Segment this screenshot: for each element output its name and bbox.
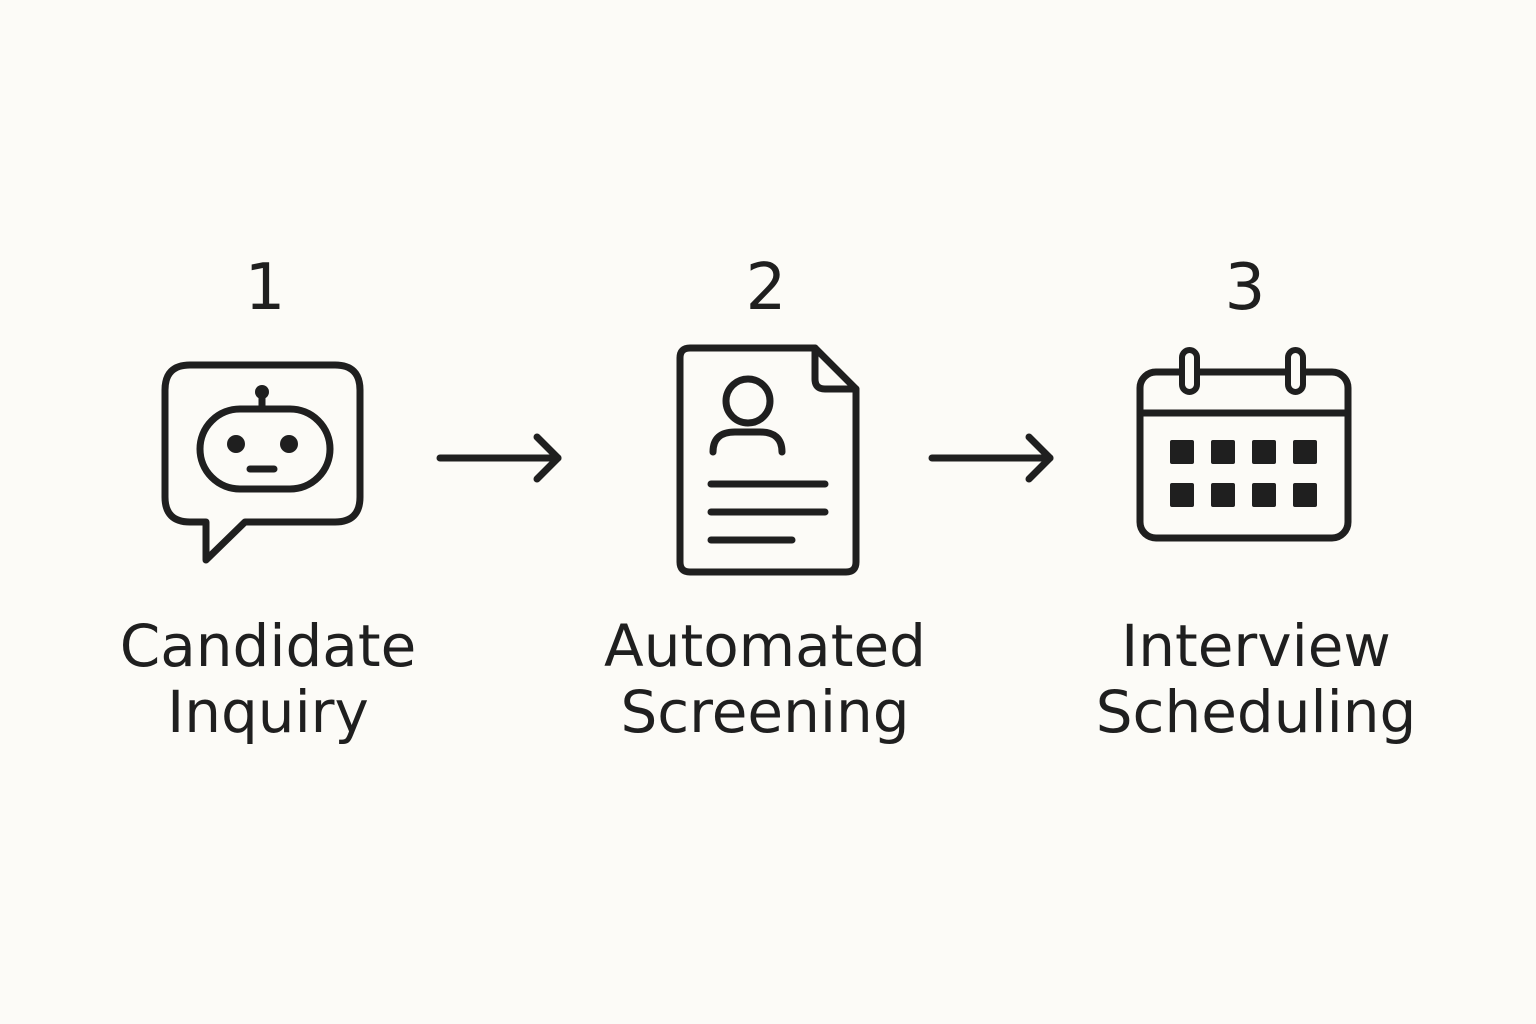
arrow-right-icon [436, 433, 562, 483]
calendar-icon [1136, 347, 1352, 542]
step-1-label-line1: Candidate [119, 612, 417, 680]
step-2-number: 2 [745, 251, 787, 325]
step-3-label: Interview Scheduling [1046, 613, 1466, 745]
step-1-number: 1 [244, 251, 286, 325]
step-1-label: Candidate Inquiry [58, 613, 478, 745]
step-1-label-line2: Inquiry [167, 678, 369, 746]
arrow-right-icon [928, 433, 1054, 483]
step-2-label-line1: Automated [604, 612, 926, 680]
step-3-label-line1: Interview [1121, 612, 1391, 680]
step-2-label: Automated Screening [555, 613, 975, 745]
step-3-label-line2: Scheduling [1095, 678, 1417, 746]
chatbot-speech-bubble-icon [161, 361, 364, 564]
resume-document-icon [676, 344, 860, 576]
step-2-label-line2: Screening [620, 678, 910, 746]
step-3-number: 3 [1224, 251, 1266, 325]
